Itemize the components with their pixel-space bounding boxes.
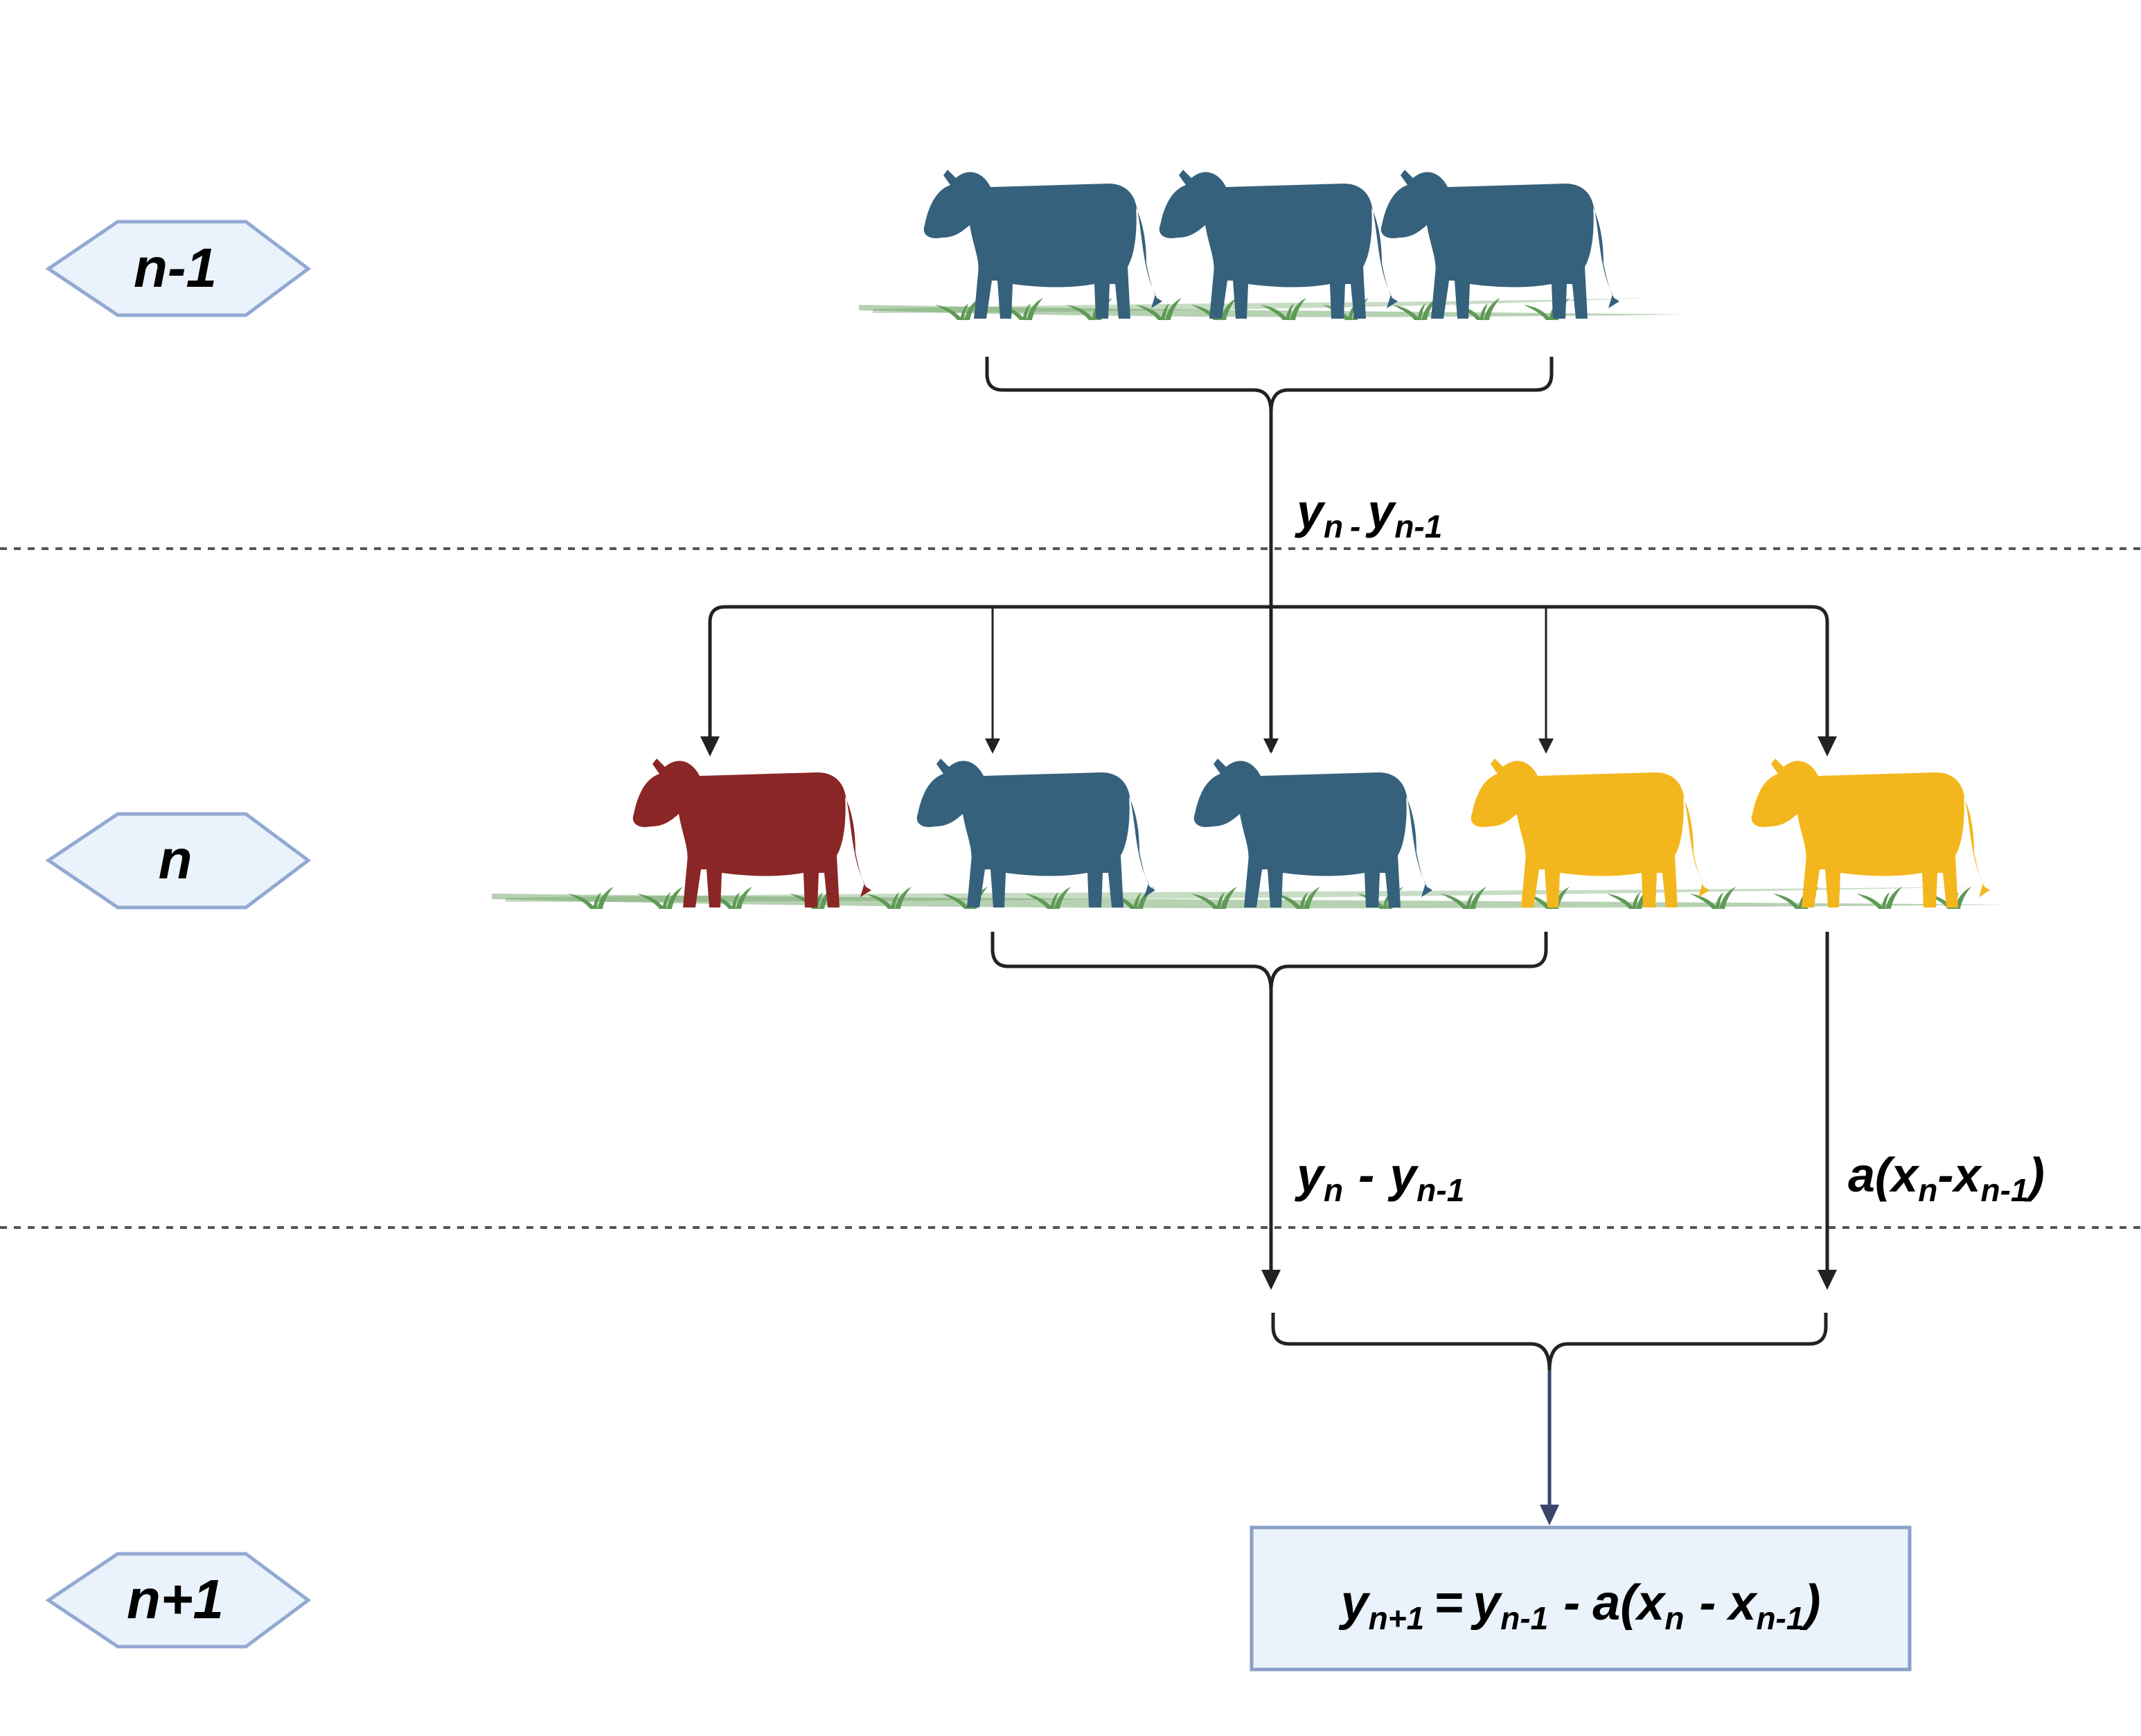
- generation-text: n: [159, 829, 193, 890]
- result-box: yn+1=yn-1-a(xn-xn-1): [1250, 1525, 1912, 1672]
- arrowhead: [1261, 1270, 1281, 1290]
- arrowhead: [1818, 1270, 1837, 1290]
- arrowhead: [1263, 738, 1279, 754]
- brace-bottom: [1271, 1313, 1828, 1371]
- cow: [1159, 170, 1398, 319]
- cow: [1380, 170, 1619, 319]
- arrowhead: [700, 736, 720, 756]
- generation-label-n: n: [45, 812, 312, 910]
- cow: [632, 759, 871, 907]
- brace-middle: [990, 932, 1548, 991]
- generation-text: n+1: [127, 1568, 224, 1630]
- arrowhead: [985, 738, 1000, 754]
- edge-label-middle-right: a(xn-xn-1): [1848, 1148, 2045, 1208]
- cow: [923, 170, 1162, 319]
- distribution-bar: [708, 605, 1829, 741]
- arrowhead: [1538, 738, 1554, 754]
- cow: [1193, 759, 1432, 907]
- generation-text: n-1: [134, 237, 217, 299]
- cow-row-n: [632, 759, 1990, 907]
- edge-label-top: yn-yn-1: [1295, 484, 1442, 544]
- cow: [916, 759, 1155, 907]
- result-formula: yn+1=yn-1-a(xn-xn-1): [1339, 1575, 1821, 1636]
- cow-row-n-1: [923, 170, 1619, 319]
- brace-top: [985, 357, 1554, 413]
- edge-label-middle-left: yn-yn-1: [1295, 1148, 1464, 1208]
- arrowhead: [1818, 736, 1837, 756]
- generation-label-n-1: n-1: [45, 220, 312, 317]
- grass-strip-top: [859, 298, 1683, 320]
- generation-label-n+1: n+1: [45, 1552, 312, 1649]
- cow: [1751, 759, 1990, 907]
- cow: [1471, 759, 1709, 907]
- arrowhead: [1540, 1505, 1559, 1525]
